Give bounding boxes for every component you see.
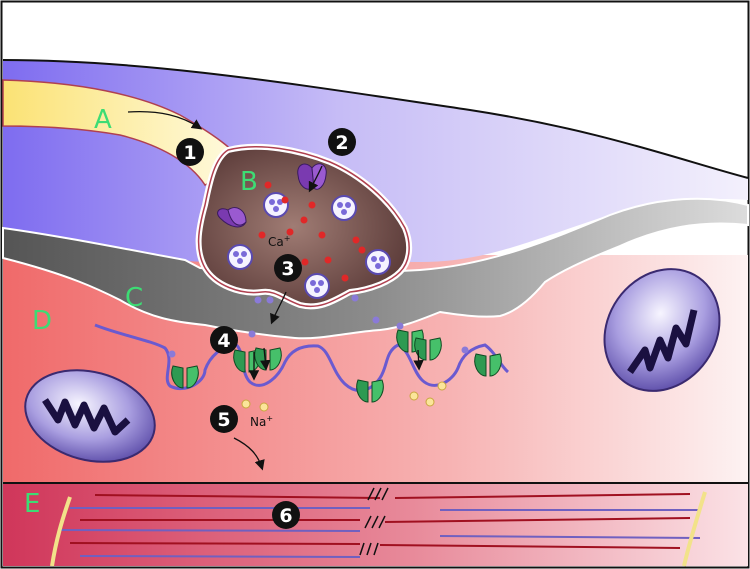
- vesicle: [227, 244, 253, 270]
- sodium-label: Na+: [250, 414, 273, 429]
- label-e: E: [24, 489, 40, 519]
- arrow-calcium-influx: [308, 165, 323, 193]
- synaptic-vesicles: [227, 192, 391, 299]
- junctional-folds: [94, 323, 510, 393]
- mitochondrion-right: [603, 268, 721, 392]
- break-marks: [359, 487, 389, 556]
- arrow-ach-binding-2: [260, 347, 271, 371]
- step-marker-4: 4: [210, 326, 238, 354]
- receptor: [171, 365, 199, 389]
- svg-text:4: 4: [217, 330, 230, 352]
- myofibril-band: [3, 484, 748, 566]
- acetylcholine-receptors: [171, 329, 502, 403]
- vesicle: [304, 273, 330, 299]
- step-marker-1: 1: [176, 138, 204, 166]
- arrow-ach-binding-3: [413, 349, 424, 371]
- vesicle: [365, 249, 391, 275]
- myofilaments: [59, 493, 701, 558]
- svg-text:6: 6: [279, 505, 292, 527]
- z-lines: [50, 491, 707, 567]
- label-d: D: [32, 306, 52, 336]
- receptor: [356, 379, 384, 403]
- step-marker-2: 2: [328, 128, 356, 156]
- step-marker-5: 5: [210, 405, 238, 433]
- arrow-sodium-influx: [233, 437, 265, 471]
- label-b: B: [240, 167, 258, 197]
- arrow-exocytosis: [270, 291, 287, 325]
- vesicle: [331, 195, 357, 221]
- receptor: [474, 353, 502, 377]
- svg-text:5: 5: [217, 409, 230, 431]
- label-a: A: [94, 105, 112, 135]
- calcium-label: Ca+: [268, 234, 290, 249]
- mitochondrion-left: [24, 369, 156, 463]
- svg-text:3: 3: [281, 258, 294, 280]
- svg-text:1: 1: [183, 142, 196, 164]
- step-marker-6: 6: [272, 501, 300, 529]
- svg-text:2: 2: [335, 132, 348, 154]
- axon-membrane: [2, 59, 749, 179]
- label-c: C: [125, 283, 143, 313]
- axon-cytoplasm: [3, 60, 748, 262]
- step-marker-3: 3: [274, 254, 302, 282]
- calcium-channel-left: [217, 207, 247, 228]
- sodium-ions: [241, 381, 447, 412]
- arrow-action-potential: [127, 110, 203, 130]
- process-arrows: [127, 110, 424, 471]
- calcium-ions: [258, 181, 366, 282]
